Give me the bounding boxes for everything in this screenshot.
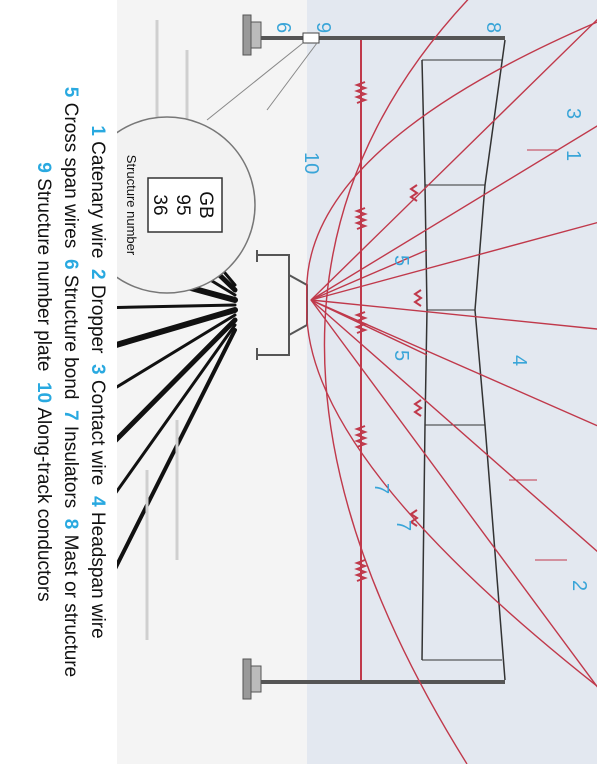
mast-right bbox=[242, 658, 505, 700]
legend-num: 2 bbox=[87, 268, 108, 280]
callout-9: 9 bbox=[312, 22, 334, 33]
callout-8: 8 bbox=[482, 22, 504, 33]
legend-line-1: 1 Catenary wire 2 Dropper 3 Contact wire… bbox=[84, 0, 111, 764]
legend-num: 9 bbox=[33, 162, 54, 173]
legend: 1 Catenary wire 2 Dropper 3 Contact wire… bbox=[3, 0, 111, 764]
legend-label: Headspan wire bbox=[87, 511, 108, 639]
legend-line-2: 5 Cross span wires 6 Structure bond 7 In… bbox=[57, 0, 84, 764]
plate-line-3: 36 bbox=[149, 194, 170, 215]
legend-num: 7 bbox=[60, 410, 81, 421]
legend-label: Mast or structure bbox=[60, 534, 81, 678]
callout-2: 2 bbox=[568, 580, 590, 591]
legend-label: Contact wire bbox=[87, 379, 108, 486]
callout-5a: 5 bbox=[390, 255, 412, 266]
plate-caption: Structure number bbox=[124, 155, 139, 256]
insulators bbox=[354, 81, 423, 582]
legend-line-3: 9 Structure number plate 10 Along-track … bbox=[30, 0, 57, 764]
callout-6: 6 bbox=[272, 22, 294, 33]
catenary-droppers bbox=[509, 149, 567, 561]
plate-magnifier: GB 95 36 Structure number bbox=[117, 42, 318, 294]
legend-label: Structure number plate bbox=[33, 178, 54, 372]
catenary-and-contact-wires bbox=[306, 0, 597, 764]
callout-1: 1 bbox=[562, 150, 584, 161]
overhead-line-diagram: 1 2 3 4 5 5 6 7 7 8 9 10 GB 95 36 Struct… bbox=[117, 0, 597, 764]
plate-line-1: GB bbox=[195, 191, 216, 218]
legend-label: Insulators bbox=[60, 425, 81, 509]
legend-label: Catenary wire bbox=[87, 141, 108, 259]
callout-7b: 7 bbox=[392, 520, 414, 531]
legend-num: 1 bbox=[87, 125, 108, 136]
legend-num: 3 bbox=[87, 364, 108, 375]
structure-number-plate bbox=[302, 32, 320, 44]
legend-num: 8 bbox=[60, 518, 81, 530]
legend-label: Along-track conductors bbox=[33, 407, 54, 602]
callout-3: 3 bbox=[562, 108, 584, 119]
legend-num: 4 bbox=[87, 496, 108, 507]
legend-label: Structure bond bbox=[60, 274, 81, 400]
callout-4: 4 bbox=[508, 355, 530, 366]
legend-label: Cross span wires bbox=[60, 102, 81, 249]
legend-num: 6 bbox=[60, 258, 81, 270]
sky-background bbox=[307, 0, 597, 764]
legend-num: 10 bbox=[33, 381, 54, 404]
headspan-droppers bbox=[422, 59, 502, 661]
callout-10: 10 bbox=[300, 152, 322, 174]
plate-line-2: 95 bbox=[172, 194, 193, 215]
legend-num: 5 bbox=[60, 86, 81, 98]
callout-5b: 5 bbox=[390, 350, 412, 361]
callout-7a: 7 bbox=[370, 483, 392, 494]
ground-background bbox=[117, 0, 307, 764]
legend-label: Dropper bbox=[87, 284, 108, 354]
